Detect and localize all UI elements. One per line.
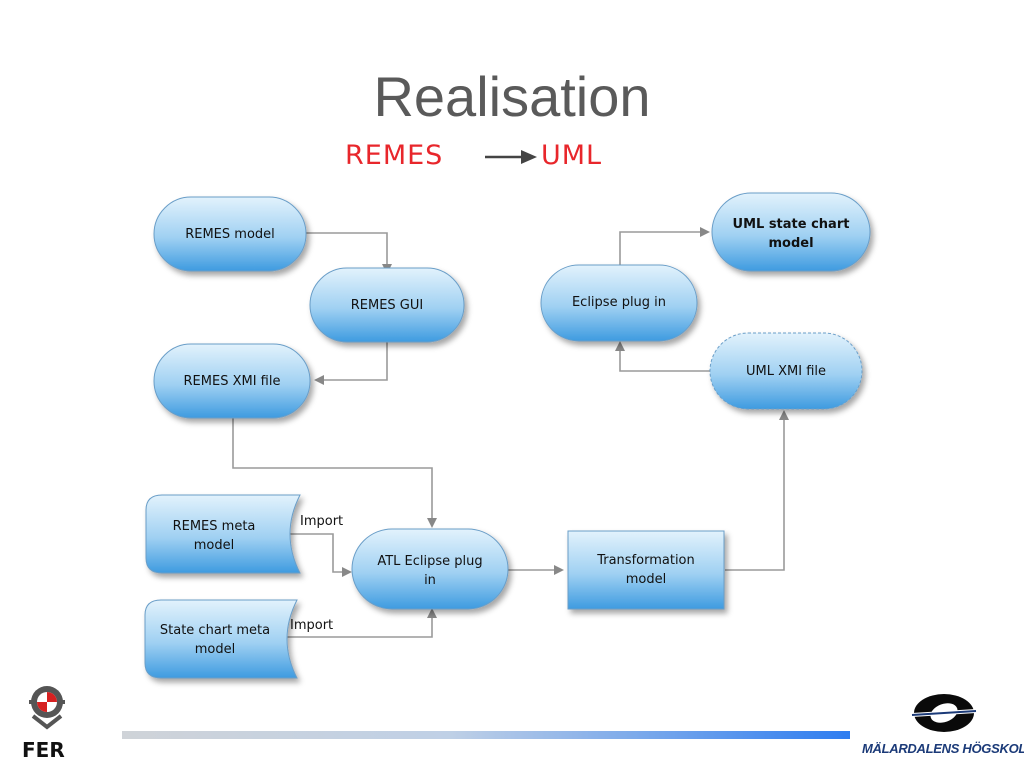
edge-label-import-2: Import — [290, 618, 333, 633]
node-remes-gui-label: REMES GUI — [351, 298, 423, 313]
node-remes-model-label: REMES model — [185, 227, 275, 242]
node-atl-eclipse-plugin-line2: in — [424, 573, 436, 588]
node-transformation-model-line2: model — [626, 572, 666, 587]
footer-bar — [122, 731, 850, 739]
mdh-emblem-icon — [911, 694, 977, 732]
node-remes-gui: REMES GUI — [309, 267, 465, 343]
node-eclipse-plugin-label: Eclipse plug in — [572, 295, 666, 310]
edge-transformation-to-uml-xmi — [725, 410, 789, 571]
mdh-logo: MÄLARDALENS HÖGSKOLA — [862, 690, 1024, 762]
node-remes-xmi-file-label: REMES XMI file — [184, 374, 281, 389]
node-transformation-model-line1: Transformation — [596, 553, 695, 568]
node-uml-state-chart-model-line2: model — [768, 236, 813, 251]
edge-state-meta-to-atl — [283, 608, 437, 638]
node-uml-state-chart-model: UML state chart model — [711, 192, 871, 272]
slide-title: Realisation — [373, 65, 651, 128]
node-state-chart-meta-model: State chart meta model — [144, 599, 298, 679]
subtitle-arrow-icon — [485, 150, 537, 164]
node-remes-meta-model-line2: model — [194, 538, 234, 553]
edge-remes-model-to-gui — [306, 232, 392, 274]
fer-logo-text: FER — [22, 738, 65, 762]
edge-gui-to-xmi — [314, 342, 388, 385]
edge-xmi-to-atl — [232, 418, 437, 528]
edge-remes-meta-to-atl — [285, 533, 352, 577]
node-atl-eclipse-plugin-line1: ATL Eclipse plug — [377, 554, 482, 569]
node-uml-xmi-file-label: UML XMI file — [746, 364, 826, 379]
subtitle-to: UML — [541, 140, 603, 171]
node-uml-xmi-file: UML XMI file — [709, 332, 863, 410]
node-eclipse-plugin: Eclipse plug in — [540, 264, 698, 342]
subtitle-from: REMES — [345, 140, 444, 171]
node-state-chart-meta-model-line2: model — [195, 642, 235, 657]
mdh-logo-text: MÄLARDALENS HÖGSKOLA — [862, 741, 1024, 756]
node-atl-eclipse-plugin: ATL Eclipse plug in — [351, 528, 509, 610]
fer-emblem-icon: FER — [22, 686, 65, 762]
node-state-chart-meta-model-line1: State chart meta — [160, 623, 270, 638]
node-transformation-model: Transformation model — [567, 530, 725, 610]
edge-uml-xmi-to-eclipse — [615, 341, 710, 372]
node-remes-meta-model-line1: REMES meta — [173, 519, 256, 534]
fer-logo: FER — [14, 683, 84, 763]
node-uml-state-chart-model-line1: UML state chart — [733, 217, 850, 232]
node-remes-xmi-file: REMES XMI file — [153, 343, 311, 419]
edge-label-import-1: Import — [300, 514, 343, 529]
node-remes-model: REMES model — [153, 196, 307, 272]
edge-eclipse-to-uml-state — [619, 227, 710, 268]
node-remes-meta-model: REMES meta model — [145, 494, 301, 574]
